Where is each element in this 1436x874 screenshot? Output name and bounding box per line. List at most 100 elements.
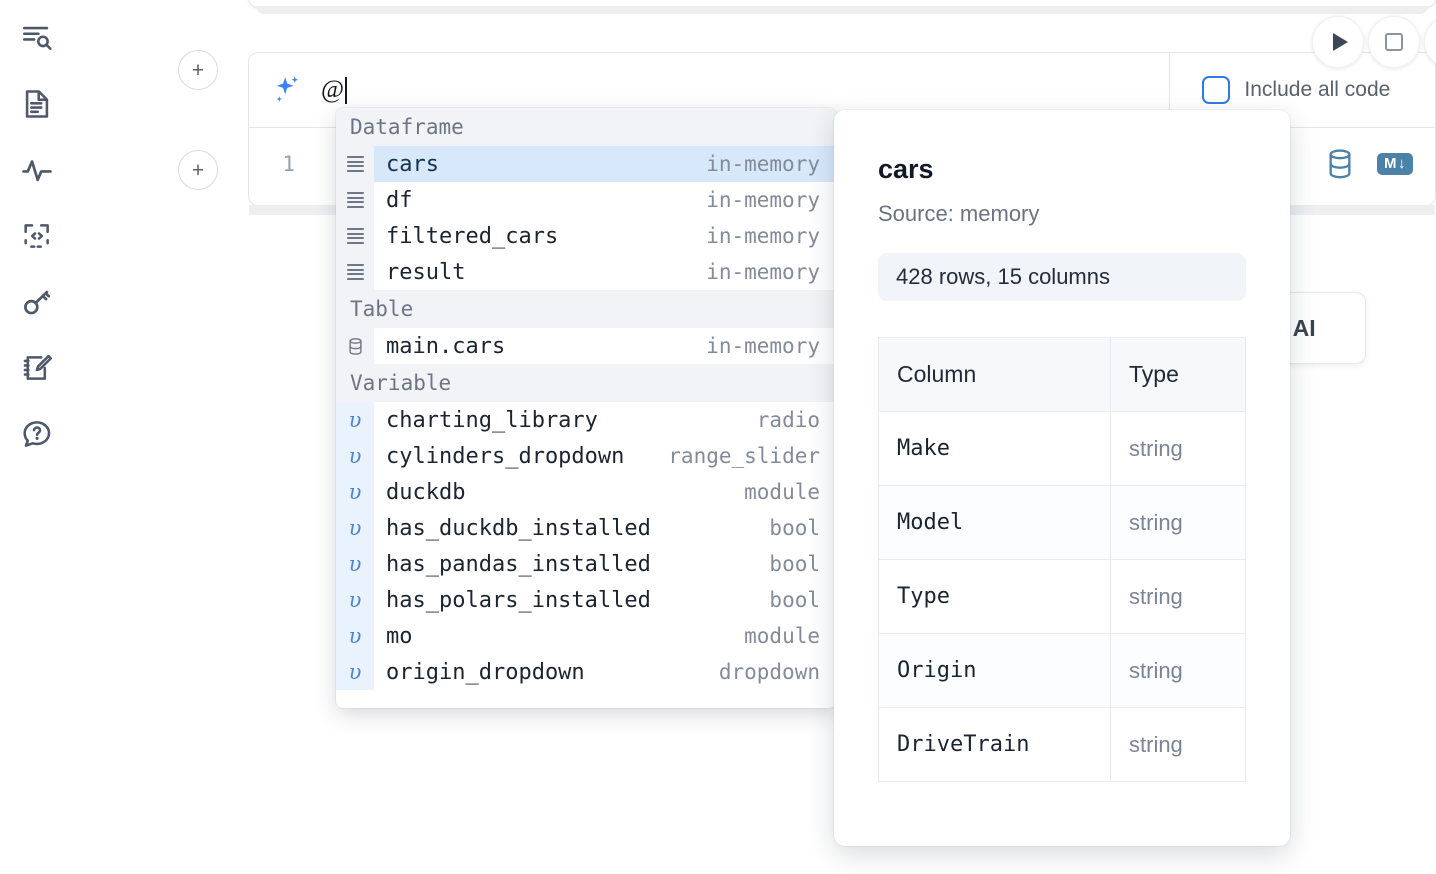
column-type-cell: string: [1110, 707, 1246, 782]
dataframe-icon: [336, 254, 374, 290]
column-name-cell: Type: [878, 559, 1111, 634]
column-type-cell: string: [1110, 633, 1246, 708]
ai-prompt-input[interactable]: @: [321, 76, 1169, 104]
autocomplete-item-name: charting_library: [386, 407, 598, 433]
add-cell-button-top[interactable]: +: [178, 50, 218, 90]
autocomplete-item-type: range_slider: [668, 444, 820, 468]
variable-icon: υ: [336, 618, 374, 654]
variable-icon: υ: [336, 438, 374, 474]
variable-icon: υ: [336, 582, 374, 618]
autocomplete-item-name: has_polars_installed: [386, 587, 651, 613]
ai-prompt-input-area[interactable]: @: [249, 53, 1169, 127]
document-icon: [20, 87, 54, 121]
autocomplete-item-type: bool: [769, 552, 820, 576]
autocomplete-item-name: result: [386, 259, 466, 285]
autocomplete-item[interactable]: cars in-memory: [336, 146, 836, 182]
variable-icon: υ: [336, 474, 374, 510]
info-panel-shape-badge: 428 rows, 15 columns: [878, 253, 1246, 301]
sidebar-item-scratchpad[interactable]: [15, 346, 59, 390]
variable-icon: υ: [336, 510, 374, 546]
header-type: Type: [1110, 337, 1246, 412]
autocomplete-item[interactable]: main.cars in-memory: [336, 328, 836, 364]
sparkle-icon: [269, 73, 303, 107]
autocomplete-item-name: origin_dropdown: [386, 659, 585, 685]
column-name-cell: Model: [878, 485, 1111, 560]
sidebar-item-explore[interactable]: [15, 16, 59, 60]
variable-icon: υ: [336, 546, 374, 582]
dataframe-info-panel: cars Source: memory 428 rows, 15 columns…: [834, 110, 1290, 846]
plus-icon: +: [191, 58, 205, 82]
column-type-cell: string: [1110, 559, 1246, 634]
autocomplete-group-header: Variable: [336, 364, 836, 402]
table-header-row: Column Type: [878, 337, 1246, 412]
variable-icon: υ: [336, 402, 374, 438]
plus-icon: +: [191, 158, 205, 182]
autocomplete-item[interactable]: df in-memory: [336, 182, 836, 218]
sidebar: [0, 0, 74, 874]
autocomplete-item-name: main.cars: [386, 333, 506, 359]
autocomplete-item-name: df: [386, 187, 413, 213]
column-name-cell: DriveTrain: [878, 707, 1111, 782]
autocomplete-group-header: Table: [336, 290, 836, 328]
sidebar-item-snippets[interactable]: [15, 214, 59, 258]
header-column: Column: [878, 337, 1111, 412]
autocomplete-item[interactable]: υ has_duckdb_installed bool: [336, 510, 836, 546]
ai-prompt-value: @: [321, 76, 345, 103]
table-icon: [336, 328, 374, 364]
markdown-letter: M: [1384, 155, 1397, 172]
play-icon: [1332, 33, 1348, 51]
include-all-code-row[interactable]: Include all code: [1169, 53, 1435, 127]
autocomplete-item-name: has_duckdb_installed: [386, 515, 651, 541]
markdown-arrow: ↓: [1398, 155, 1406, 172]
autocomplete-item-type: radio: [756, 408, 820, 432]
autocomplete-item-type: in-memory: [706, 224, 820, 248]
autocomplete-item-name: duckdb: [386, 479, 466, 505]
autocomplete-item-name: cars: [386, 151, 439, 177]
line-number: 1: [282, 152, 295, 176]
autocomplete-item-name: has_pandas_installed: [386, 551, 651, 577]
autocomplete-item-type: bool: [769, 588, 820, 612]
cell-toolbar: M↓: [1325, 148, 1413, 180]
sidebar-item-secrets[interactable]: [15, 280, 59, 324]
autocomplete-item-type: module: [744, 624, 820, 648]
info-panel-source: Source: memory: [878, 201, 1040, 226]
add-cell-button-bottom[interactable]: +: [178, 150, 218, 190]
autocomplete-item-type: in-memory: [706, 188, 820, 212]
stop-square-icon: [1385, 33, 1403, 51]
stop-button[interactable]: [1368, 16, 1420, 68]
markdown-icon[interactable]: M↓: [1377, 153, 1413, 175]
autocomplete-item-name: mo: [386, 623, 413, 649]
include-all-code-checkbox[interactable]: [1202, 76, 1231, 104]
include-all-code-label: Include all code: [1244, 78, 1391, 101]
autocomplete-group-header: Dataframe: [336, 108, 836, 146]
dataframe-icon: [336, 218, 374, 254]
sidebar-item-help[interactable]: [15, 412, 59, 456]
variable-icon: υ: [336, 654, 374, 690]
autocomplete-item[interactable]: υ charting_library radio: [336, 402, 836, 438]
autocomplete-item-type: in-memory: [706, 334, 820, 358]
autocomplete-item[interactable]: υ has_polars_installed bool: [336, 582, 836, 618]
run-button[interactable]: [1312, 16, 1364, 68]
activity-icon: [20, 153, 54, 187]
sidebar-item-notebook[interactable]: [15, 82, 59, 126]
text-cursor: [345, 76, 348, 104]
database-icon[interactable]: [1325, 148, 1355, 180]
autocomplete-item-type: in-memory: [706, 152, 820, 176]
search-explorer-icon: [20, 21, 54, 55]
previous-cell-shadow: [256, 6, 1428, 14]
autocomplete-item-type: bool: [769, 516, 820, 540]
sidebar-item-activity[interactable]: [15, 148, 59, 192]
autocomplete-item[interactable]: υ has_pandas_installed bool: [336, 546, 836, 582]
